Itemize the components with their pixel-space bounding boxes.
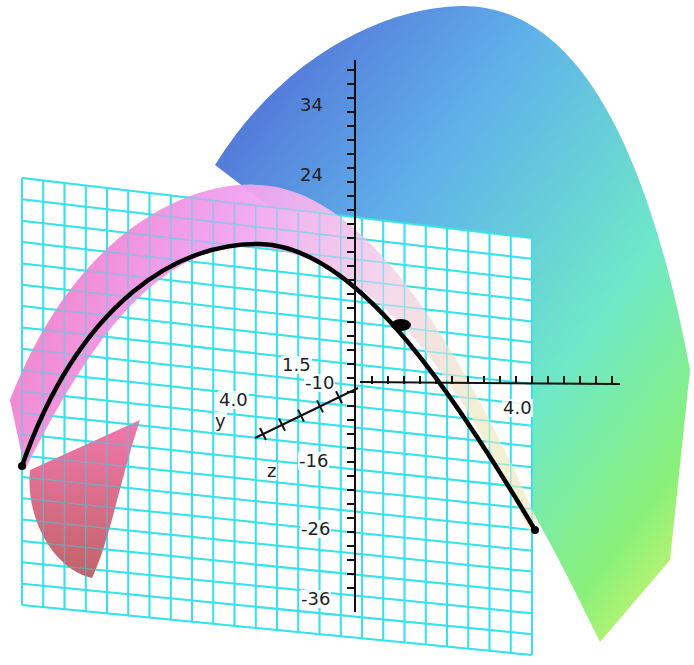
curve-point	[391, 319, 411, 331]
plane-grid	[22, 178, 532, 655]
axis-label: 1.5	[281, 356, 312, 374]
plane-fill	[22, 178, 532, 655]
curve-end	[18, 462, 26, 470]
axis-label: y	[214, 412, 227, 430]
plane-grid-overlay	[22, 178, 532, 655]
axis-label: z	[266, 462, 277, 480]
curve-end	[531, 526, 539, 534]
axis-label: -10	[304, 374, 335, 392]
axis-label: -16	[298, 452, 329, 470]
front-surface	[10, 185, 537, 535]
axes	[255, 60, 620, 612]
axis-label: 4.0	[218, 391, 249, 409]
axis-label: -36	[300, 590, 331, 608]
intersection-curve	[22, 244, 535, 530]
axis-label: 4.0	[502, 399, 533, 417]
axis-label: 34	[300, 96, 323, 114]
axis-label: 24	[300, 166, 323, 184]
axis-label: -26	[300, 520, 331, 538]
surface-lobe	[29, 420, 140, 578]
